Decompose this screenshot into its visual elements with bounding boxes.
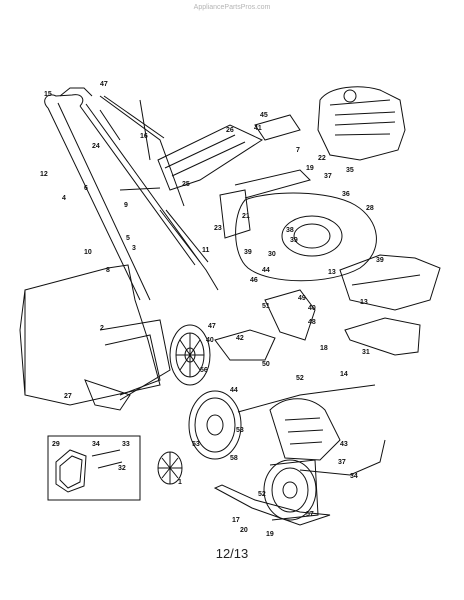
callout-43: 43 xyxy=(340,441,348,448)
callout-3: 3 xyxy=(132,245,136,252)
callout-20: 20 xyxy=(240,527,248,534)
hubcap xyxy=(157,451,183,485)
callout-33: 33 xyxy=(122,441,130,448)
callout-31: 31 xyxy=(362,349,370,356)
transmission-guard xyxy=(269,398,341,461)
chute-door xyxy=(344,317,421,356)
callout-23: 23 xyxy=(214,225,222,232)
callout-29: 29 xyxy=(52,441,60,448)
mower-deck xyxy=(219,169,377,282)
page-number: 12/13 xyxy=(215,546,249,561)
callout-48-b: 47 xyxy=(208,323,216,330)
drive-wheel xyxy=(263,459,319,521)
watermark: AppliancePartsPros.com xyxy=(193,4,271,11)
callout-52: 51 xyxy=(262,303,270,310)
blade xyxy=(213,484,331,526)
callout-47: 46 xyxy=(250,277,258,284)
callout-57: 57 xyxy=(306,511,314,518)
callout-4: 4 xyxy=(62,195,66,202)
callout-26: 26 xyxy=(226,127,234,134)
callout-16: 16 xyxy=(140,133,148,140)
callout-39-b: 39 xyxy=(244,249,252,256)
front-wheel xyxy=(188,390,242,460)
handle-assembly xyxy=(44,87,219,301)
callout-22: 22 xyxy=(318,155,326,162)
callout-14: 14 xyxy=(340,371,348,378)
callout-13-a: 13 xyxy=(328,269,336,276)
callout-15: 15 xyxy=(44,91,52,98)
callout-21: 21 xyxy=(242,213,250,220)
side-chute xyxy=(339,254,441,311)
callout-13-b: 13 xyxy=(360,299,368,306)
callout-6: 6 xyxy=(84,185,88,192)
engine xyxy=(317,86,406,161)
callout-19: 19 xyxy=(306,165,314,172)
callout-7: 7 xyxy=(296,147,300,154)
callout-48: 47 xyxy=(100,81,108,88)
callout-10: 10 xyxy=(84,249,92,256)
callout-35: 35 xyxy=(346,167,354,174)
callout-11: 11 xyxy=(202,247,210,254)
inset-box xyxy=(47,435,141,501)
callout-49: 48 xyxy=(308,319,316,326)
callout-12: 12 xyxy=(40,171,48,178)
height-lever xyxy=(214,329,276,361)
callout-19-b: 19 xyxy=(266,531,274,538)
callout-44: 44 xyxy=(262,267,270,274)
callout-34-b: 34 xyxy=(350,473,358,480)
callout-34: 34 xyxy=(92,441,100,448)
grass-bag xyxy=(19,264,171,411)
callout-51: 50 xyxy=(262,361,270,368)
callout-24: 24 xyxy=(92,143,100,150)
engine-shroud xyxy=(157,114,301,191)
drive-bracket xyxy=(264,289,316,341)
callout-28: 28 xyxy=(366,205,374,212)
callout-58: 58 xyxy=(230,455,238,462)
callout-2: 2 xyxy=(100,325,104,332)
callout-41: 41 xyxy=(254,125,262,132)
callout-27: 27 xyxy=(64,393,72,400)
callout-56: 56 xyxy=(200,367,208,374)
callout-37: 37 xyxy=(324,173,332,180)
callout-25: 25 xyxy=(182,181,190,188)
callout-40-b: 40 xyxy=(206,337,214,344)
rear-wheel xyxy=(169,324,211,386)
callout-36: 36 xyxy=(342,191,350,198)
callout-32: 32 xyxy=(118,465,126,472)
callout-50: 49 xyxy=(298,295,306,302)
callout-37-b: 37 xyxy=(338,459,346,466)
callout-45: 44 xyxy=(230,387,238,394)
callout-53-b: 52 xyxy=(258,491,266,498)
callout-5: 5 xyxy=(126,235,130,242)
callout-30: 30 xyxy=(268,251,276,258)
callout-55-b: 53 xyxy=(192,441,200,448)
callout-39-a: 39 xyxy=(290,237,298,244)
callout-55-a: 53 xyxy=(236,427,244,434)
callout-42: 42 xyxy=(236,335,244,342)
callout-labels: 15 47 16 24 12 6 4 9 5 3 10 8 11 2 27 45… xyxy=(40,81,384,538)
callout-9: 9 xyxy=(124,202,128,209)
callout-8: 8 xyxy=(106,267,110,274)
callout-40: 40 xyxy=(308,305,316,312)
callout-46: 45 xyxy=(260,112,268,119)
callout-18: 18 xyxy=(320,345,328,352)
callout-53: 52 xyxy=(296,375,304,382)
callout-38: 38 xyxy=(286,227,294,234)
callout-1: 1 xyxy=(178,479,182,486)
callout-39-c: 39 xyxy=(376,257,384,264)
callout-17: 17 xyxy=(232,517,240,524)
